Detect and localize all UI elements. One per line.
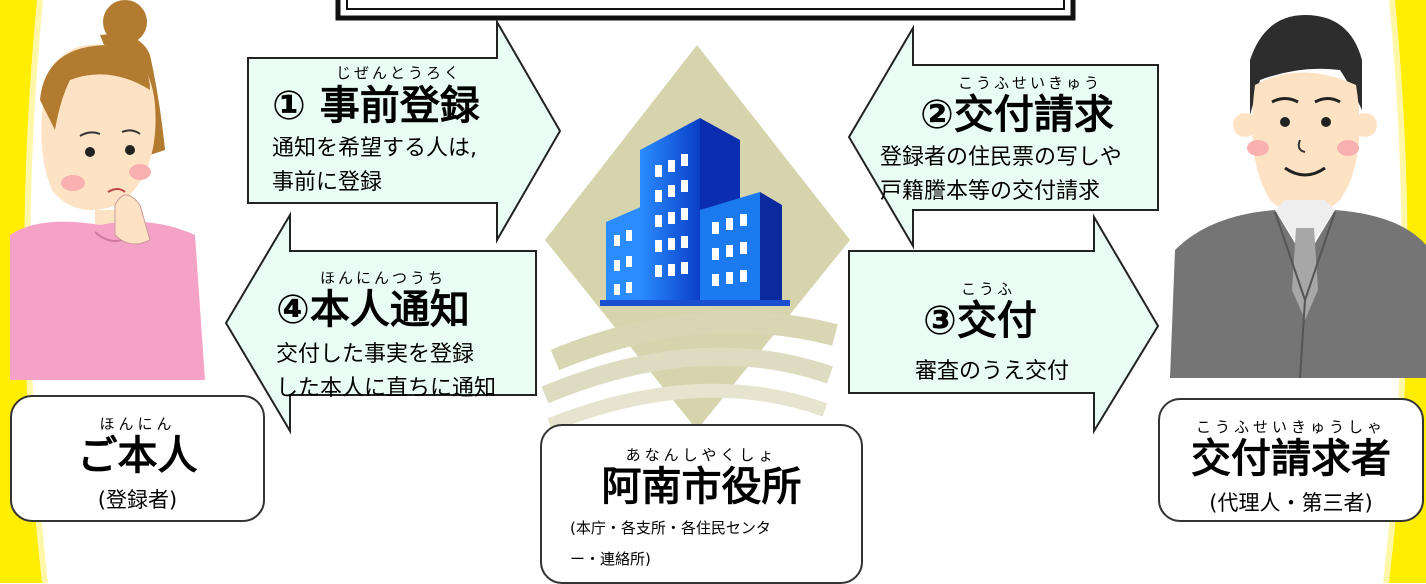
person-sub: (登録者) (97, 488, 178, 512)
person-ruby: ほんにん (99, 415, 176, 433)
cityhall-sub-line1: (本庁・各支所・各住民センタ (570, 519, 771, 537)
step1-line2: 事前に登録 (272, 170, 383, 195)
cityhall-ruby: あなんしやくしょ (625, 446, 778, 464)
requester-sub: (代理人・第三者) (1209, 491, 1373, 515)
step4-ruby: ほんにんつうち (320, 269, 447, 287)
step4-line2: した本人に直ちに通知 (276, 376, 497, 401)
step2-ruby: こうふせいきゅう (958, 74, 1103, 92)
step1-text: じぜんとうろく ① 事前登録 通知を希望する人は, 事前に登録 (272, 62, 480, 200)
cityhall-name: 阿南市役所 (601, 464, 802, 510)
arrow-step2 (847, 24, 1159, 250)
step3-line1: 審査のうえ交付 (915, 359, 1070, 384)
requester-ruby: こうふせいきゅうしゃ (1195, 418, 1386, 436)
cityhall-sub-line2: ー・連絡所) (570, 550, 651, 568)
step2-text: こうふせいきゅう ②交付請求 登録者の住民票の写しや 戸籍謄本等の交付請求 (880, 72, 1122, 209)
cityhall-illustration (541, 45, 850, 432)
top-title-frame (335, 0, 1076, 21)
step1-line1: 通知を希望する人は, (272, 136, 477, 161)
man-illustration (1170, 15, 1426, 379)
step3-ruby: こうふ (961, 280, 1016, 298)
step4-line1: 交付した事実を登録 (276, 342, 475, 367)
step4-text: ほんにんつうち ④本人通知 交付した事実を登録 した本人に直ちに通知 (276, 267, 496, 406)
step1-ruby: じぜんとうろく (336, 64, 463, 82)
step3-title: ③交付 (923, 298, 1037, 344)
step2-title: ②交付請求 (920, 92, 1114, 138)
requester-name: 交付請求者 (1191, 436, 1391, 482)
step4-title: ④本人通知 (276, 287, 470, 333)
cityhall-box: あなんしやくしょ 阿南市役所 (本庁・各支所・各住民センタ ー・連絡所) (540, 424, 863, 584)
arrow-step1 (247, 18, 562, 244)
step2-line1: 登録者の住民票の写しや (880, 145, 1122, 170)
step1-title: ① 事前登録 (272, 83, 480, 129)
arrow-step4 (224, 211, 537, 435)
requester-box: こうふせいきゅうしゃ 交付請求者 (代理人・第三者) (1158, 398, 1424, 522)
person-box: ほんにん ご本人 (登録者) (10, 395, 265, 522)
person-name: ご本人 (77, 433, 198, 479)
arrow-step3 (848, 213, 1160, 435)
woman-illustration (10, 0, 205, 380)
step2-line2: 戸籍謄本等の交付請求 (880, 179, 1101, 204)
step3-text: こうふ ③交付 審査のうえ交付 (915, 278, 1069, 389)
